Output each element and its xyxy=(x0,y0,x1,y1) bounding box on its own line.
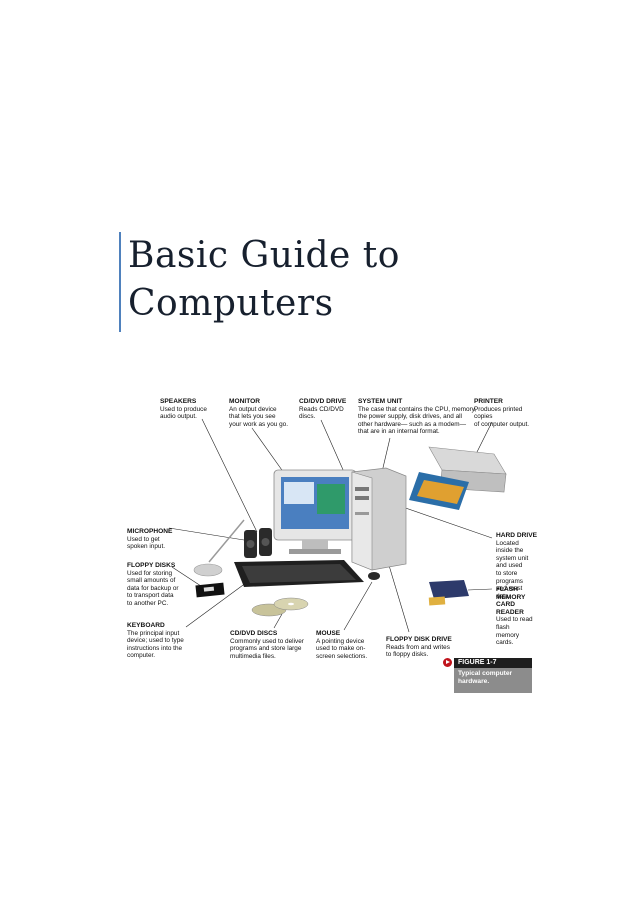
label-heading: FLASH MEMORY CARD READER xyxy=(496,586,526,616)
label-description: Commonly used to deliver programs and st… xyxy=(230,637,304,660)
label-heading: PRINTER xyxy=(474,398,503,405)
floppy-disks-icon xyxy=(195,582,225,598)
label-description: Used to get spoken input. xyxy=(127,535,166,551)
title-line-2: Computers xyxy=(128,283,334,324)
microphone-icon xyxy=(193,519,245,577)
label-description: Located inside the system unit and used … xyxy=(496,539,529,600)
label-heading: FLOPPY DISK DRIVE xyxy=(386,636,452,643)
label-mouse: MOUSE A pointing device used to make on-… xyxy=(316,630,367,660)
card-reader-icon xyxy=(428,580,469,606)
label-heading: MONITOR xyxy=(229,398,261,405)
label-cddvd-discs: CD/DVD DISCS Commonly used to deliver pr… xyxy=(230,630,304,660)
label-description: Reads from and writes to floppy disks. xyxy=(386,643,450,659)
document-title: Basic Guide to Computers xyxy=(119,232,458,332)
label-heading: CD/DVD DRIVE xyxy=(299,398,347,405)
keyboard-icon xyxy=(234,560,364,587)
label-hard-drive: HARD DRIVE Located inside the system uni… xyxy=(496,532,537,600)
figure-caption-text: Typical computer hardware. xyxy=(454,668,532,693)
label-heading: KEYBOARD xyxy=(127,622,165,629)
label-speakers: SPEAKERS Used to produce audio output. xyxy=(160,398,207,421)
label-system-unit: SYSTEM UNIT The case that contains the C… xyxy=(358,398,476,436)
label-description: Used to read flash memory cards. xyxy=(496,616,533,647)
figure-number: FIGURE 1-7 xyxy=(454,658,532,668)
label-monitor: MONITOR An output device that lets you s… xyxy=(229,398,288,428)
label-printer: PRINTER Produces printed copies of compu… xyxy=(474,398,536,428)
label-description: An output device that lets you see your … xyxy=(229,405,288,428)
label-floppy-disks: FLOPPY DISKS Used for storing small amou… xyxy=(127,562,179,608)
label-floppy-drive: FLOPPY DISK DRIVE Reads from and writes … xyxy=(386,636,452,659)
monitor-icon xyxy=(273,469,357,554)
speakers-icon xyxy=(244,528,272,558)
label-description: A pointing device used to make on- scree… xyxy=(316,637,368,660)
printer-icon xyxy=(409,446,507,510)
label-card-reader: FLASH MEMORY CARD READER Used to read fl… xyxy=(496,586,536,647)
label-description: Used for storing small amounts of data f… xyxy=(127,569,179,607)
arrow-right-icon xyxy=(443,658,452,667)
label-heading: MOUSE xyxy=(316,630,341,637)
cd-dvd-discs-icon xyxy=(251,597,309,617)
label-heading: SPEAKERS xyxy=(160,398,197,405)
label-heading: MICROPHONE xyxy=(127,528,173,535)
label-cddvd-drive: CD/DVD DRIVE Reads CD/DVD discs. xyxy=(299,398,346,421)
label-description: The case that contains the CPU, memory, … xyxy=(358,405,477,436)
figure-caption: FIGURE 1-7 Typical computer hardware. xyxy=(443,658,532,693)
label-heading: FLOPPY DISKS xyxy=(127,562,176,569)
label-description: Used to produce audio output. xyxy=(160,405,207,421)
title-line-1: Basic Guide to xyxy=(128,235,400,276)
label-description: The principal input device; used to type… xyxy=(127,629,184,660)
system-unit-icon xyxy=(351,467,407,571)
mouse-icon xyxy=(368,572,380,580)
label-keyboard: KEYBOARD The principal input device; use… xyxy=(127,622,184,660)
label-heading: SYSTEM UNIT xyxy=(358,398,403,405)
label-heading: HARD DRIVE xyxy=(496,532,538,539)
label-description: Produces printed copies of computer outp… xyxy=(474,405,530,428)
hardware-illustration xyxy=(168,418,507,633)
label-heading: CD/DVD DISCS xyxy=(230,630,278,637)
hardware-figure: SPEAKERS Used to produce audio output. M… xyxy=(124,392,537,700)
label-microphone: MICROPHONE Used to get spoken input. xyxy=(127,528,172,551)
label-description: Reads CD/DVD discs. xyxy=(299,405,344,421)
